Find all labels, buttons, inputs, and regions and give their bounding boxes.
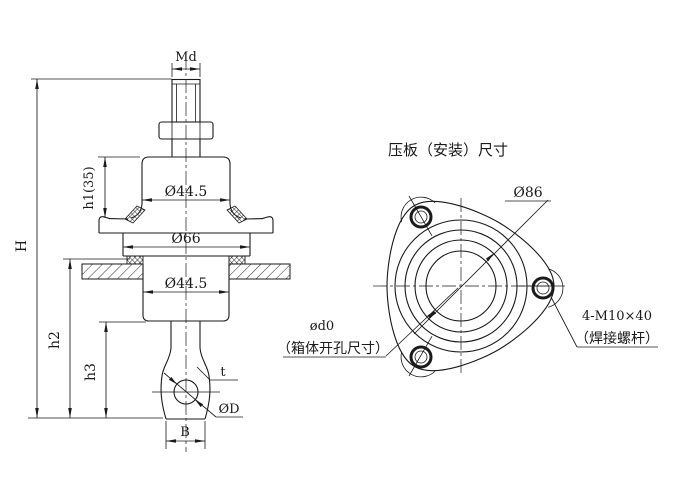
label-opening-note: （箱体开孔尺寸） [277,340,389,356]
label-bolt-note: （焊接螺杆） [575,330,659,346]
label-bolt-spec: 4-M10×40 [582,309,652,324]
label-Md: Md [175,50,197,65]
label-h3: h3 [83,363,99,381]
label-dia-upper: Ø44.5 [165,184,208,200]
rim-arc-right [548,268,564,308]
pressure-plate-section [98,205,274,234]
label-thickness: t [220,365,226,380]
dim-bolt-spec: 4-M10×40 （焊接螺杆） [550,296,659,348]
bolt-hole-bottomleft [409,345,433,369]
gasket-right [228,255,246,265]
dim-dia-upper: Ø44.5 [142,184,230,202]
box-wall-left [81,263,144,280]
label-H: H [14,240,30,252]
bolt-hole-right [531,276,555,300]
dim-thickness: t [196,365,238,381]
hex-nut [158,121,214,140]
hole-axis-topleft [408,195,433,237]
top-view-title: 压板（安装）尺寸 [388,141,508,159]
dim-h2: h2 [47,258,130,418]
rim-arc-bottomleft [400,351,436,378]
dim-h3: h3 [83,321,146,418]
hole-axis-bottomleft [408,335,433,377]
pressure-plate-top-view: 压板（安装）尺寸 [277,141,659,378]
dim-opening: ød0 （箱体开孔尺寸） [277,287,459,358]
dim-h1: h1(35) [82,156,140,218]
label-eye-hole-dia: ØD [218,402,239,417]
front-section-view: Md [14,50,291,452]
dim-bolt-circle: Ø86 [413,185,551,335]
label-dia-flange: Ø66 [171,231,200,247]
upper-bell-body [141,156,231,204]
bolt-hole-topleft [409,205,433,229]
label-h2: h2 [47,331,63,349]
gasket-left [126,255,144,265]
dim-dia-flange: Ø66 [123,231,250,249]
dim-Md: Md [171,50,201,77]
label-dia-lower: Ø44.5 [165,276,208,292]
dim-B: B [165,421,206,449]
box-wall-right [228,263,291,280]
lower-body [142,264,230,322]
dim-eye-hole: ØD [163,372,243,418]
dim-H: H [14,78,172,419]
label-B: B [180,425,190,440]
label-h1: h1(35) [82,166,97,209]
dim-dia-lower: Ø44.5 [143,276,229,294]
label-opening-dia: ød0 [310,319,334,334]
label-bolt-circle-dia: Ø86 [513,185,542,201]
